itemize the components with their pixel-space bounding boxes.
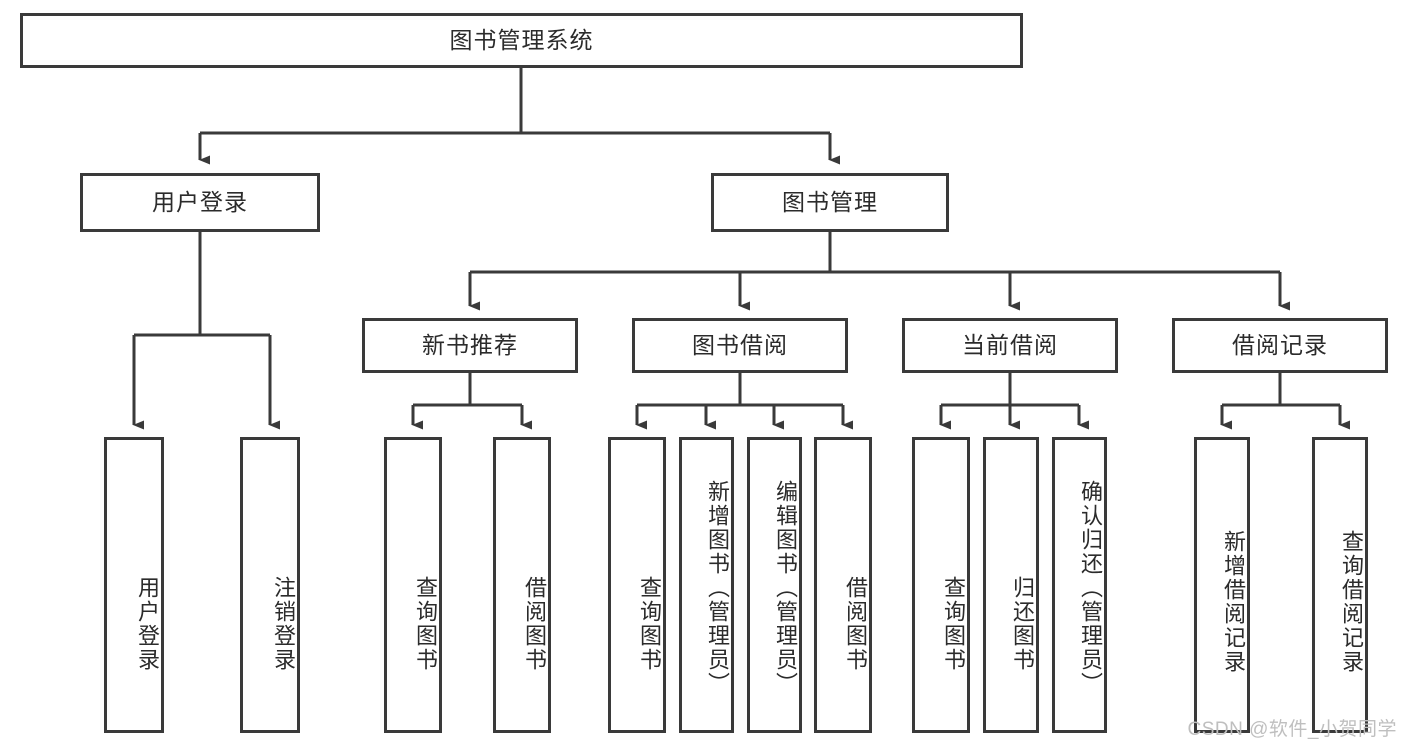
leaf-query-book-current-label: 查询图书 — [941, 576, 966, 672]
leaf-logout-label: 注销登录 — [271, 576, 296, 672]
leaf-query-borrow-record-label: 查询借阅记录 — [1339, 530, 1364, 674]
leaf-return-book[interactable]: 归还图书 — [983, 437, 1039, 733]
node-book-borrow[interactable]: 图书借阅 — [632, 318, 848, 373]
leaf-return-book-label: 归还图书 — [1010, 576, 1035, 672]
node-book-management-label: 图书管理 — [782, 188, 878, 215]
node-borrow-record-label: 借阅记录 — [1232, 331, 1328, 358]
leaf-query-book-recommend[interactable]: 查询图书 — [384, 437, 442, 733]
node-user-login-label: 用户登录 — [152, 188, 248, 215]
leaf-logout[interactable]: 注销登录 — [240, 437, 300, 733]
leaf-confirm-return-admin-label: 确认归还（管理员） — [1078, 480, 1103, 696]
node-new-book-recommend-label: 新书推荐 — [422, 331, 518, 358]
leaf-add-book-admin-label: 新增图书（管理员） — [705, 480, 730, 696]
leaf-borrow-book-recommend-label: 借阅图书 — [522, 576, 547, 672]
leaf-edit-book-admin[interactable]: 编辑图书（管理员） — [747, 437, 802, 733]
node-user-login[interactable]: 用户登录 — [80, 173, 320, 232]
leaf-confirm-return-admin[interactable]: 确认归还（管理员） — [1052, 437, 1107, 733]
leaf-add-borrow-record-label: 新增借阅记录 — [1221, 530, 1246, 674]
node-current-borrow-label: 当前借阅 — [962, 331, 1058, 358]
leaf-add-book-admin[interactable]: 新增图书（管理员） — [679, 437, 734, 733]
watermark: CSDN @软件_小贺同学 — [1187, 719, 1397, 740]
node-root[interactable]: 图书管理系统 — [20, 13, 1023, 68]
node-book-management[interactable]: 图书管理 — [711, 173, 949, 232]
leaf-query-book-current[interactable]: 查询图书 — [912, 437, 970, 733]
leaf-user-login-label: 用户登录 — [135, 576, 160, 672]
node-book-borrow-label: 图书借阅 — [692, 331, 788, 358]
node-root-label: 图书管理系统 — [449, 26, 594, 53]
leaf-add-borrow-record[interactable]: 新增借阅记录 — [1194, 437, 1250, 733]
leaf-edit-book-admin-label: 编辑图书（管理员） — [773, 480, 798, 696]
node-borrow-record[interactable]: 借阅记录 — [1172, 318, 1388, 373]
leaf-borrow-book-borrow[interactable]: 借阅图书 — [814, 437, 872, 733]
leaf-query-borrow-record[interactable]: 查询借阅记录 — [1312, 437, 1368, 733]
leaf-query-book-borrow-label: 查询图书 — [637, 576, 662, 672]
leaf-user-login[interactable]: 用户登录 — [104, 437, 164, 733]
leaf-query-book-recommend-label: 查询图书 — [413, 576, 438, 672]
node-current-borrow[interactable]: 当前借阅 — [902, 318, 1118, 373]
node-new-book-recommend[interactable]: 新书推荐 — [362, 318, 578, 373]
leaf-borrow-book-recommend[interactable]: 借阅图书 — [493, 437, 551, 733]
leaf-query-book-borrow[interactable]: 查询图书 — [608, 437, 666, 733]
leaf-borrow-book-borrow-label: 借阅图书 — [843, 576, 868, 672]
